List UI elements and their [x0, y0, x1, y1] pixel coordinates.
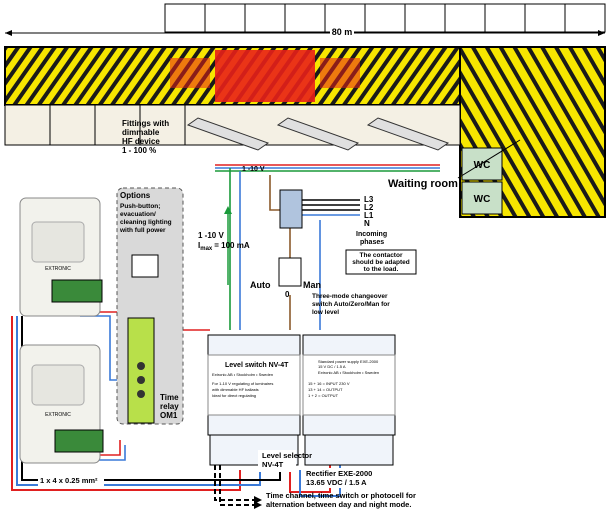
svg-text:Options: Options [120, 191, 151, 200]
svg-text:relay: relay [160, 402, 179, 411]
corridor-length-label: 80 m [332, 27, 353, 37]
luminaires [186, 117, 450, 151]
corridor-plan [4, 3, 606, 218]
svg-text:1 -10 V: 1 -10 V [198, 231, 224, 240]
svg-text:Push-button;: Push-button; [120, 203, 160, 210]
contactor [279, 189, 303, 229]
svg-text:1 - 100 %: 1 - 100 % [122, 146, 156, 155]
svg-text:should be adapted: should be adapted [352, 259, 409, 266]
svg-text:low level: low level [312, 309, 339, 316]
contactor-note-box [345, 249, 417, 275]
signal-current-label: 1 -10 V Imax= 100 mA [198, 231, 250, 252]
contactor-note: The contactor should be adapted to the l… [352, 252, 409, 273]
svg-text:13 + 14 = OUTPUT: 13 + 14 = OUTPUT [308, 387, 343, 392]
svg-text:cleaning lighting: cleaning lighting [120, 219, 172, 226]
svg-text:For 1-10 V regulating of lumin: For 1-10 V regulating of luminaires [212, 381, 273, 386]
power-supply-brand: Extronic AB • Stockholm • Sweden [318, 370, 379, 375]
svg-text:Time: Time [160, 393, 179, 402]
switch-auto-label: Auto [250, 280, 271, 290]
svg-text:HF device: HF device [122, 137, 160, 146]
svg-text:L3: L3 [364, 195, 374, 204]
wc-label-2: WC [474, 194, 491, 205]
svg-text:alternation between day and ni: alternation between day and night mode. [266, 500, 411, 509]
signal-voltage-top: 1 -10 V [242, 166, 265, 173]
power-supply-device [302, 334, 396, 466]
options-text: Options Push-button; evacuation/ cleanin… [119, 191, 172, 234]
svg-text:to the load.: to the load. [364, 266, 399, 273]
svg-text:N: N [364, 219, 370, 228]
dashed-control-lines [214, 465, 255, 506]
svg-text:Incoming: Incoming [356, 231, 387, 238]
svg-text:Imax= 100 mA: Imax= 100 mA [198, 241, 250, 252]
svg-text:switch Auto/Zero/Man for: switch Auto/Zero/Man for [312, 301, 390, 308]
switch-zero-label: 0 [285, 290, 290, 299]
switch-man-label: Man [303, 280, 321, 290]
sensor-top-brand: EXTRONIC [45, 266, 71, 272]
level-selector-caption: Level selector NV-4T [262, 451, 312, 469]
svg-text:15 + 16 = INPUT 230 V: 15 + 16 = INPUT 230 V [308, 381, 350, 386]
time-channel-caption: Time channel, time switch or photocell f… [266, 491, 416, 509]
sensor-bottom [19, 344, 104, 464]
svg-text:OM1: OM1 [160, 411, 178, 420]
svg-text:evacuation/: evacuation/ [120, 211, 156, 218]
svg-text:Time channel, time switch or p: Time channel, time switch or photocell f… [266, 491, 416, 500]
level-switch-device [207, 334, 301, 466]
svg-text:dimmable: dimmable [122, 128, 160, 137]
svg-text:Fittings with: Fittings with [122, 119, 169, 128]
power-supply-subtitle: 15 V DC / 1.5 A [318, 364, 346, 369]
svg-text:13.65 VDC / 1.5 A: 13.65 VDC / 1.5 A [306, 478, 367, 487]
svg-text:L2: L2 [364, 203, 374, 212]
wc-label-1: WC [474, 160, 491, 171]
level-switch-brand: Extronic AB • Stockholm • Sweden [212, 372, 273, 377]
push-button [131, 254, 159, 278]
switch-description: Three-mode changeover switch Auto/Zero/M… [312, 293, 390, 316]
sensor-top [19, 197, 103, 317]
cable-caption: 1 x 4 x 0.25 mm² [40, 476, 98, 485]
phase-labels: L3 L2 L1 N Incoming phases [356, 195, 387, 246]
fittings-label: Fittings with dimmable HF device 1 - 100… [122, 119, 169, 155]
three-mode-switch [278, 257, 302, 287]
svg-text:Level selector: Level selector [262, 451, 312, 460]
time-relay-body [127, 317, 155, 424]
arrow-time-channel-2 [254, 501, 262, 509]
level-switch-desc: For 1-10 V regulating of luminaires with… [212, 381, 273, 398]
sensor-bottom-brand: EXTRONIC [45, 412, 71, 418]
svg-text:Rectifier EXE-2000: Rectifier EXE-2000 [306, 469, 372, 478]
power-supply-lines: 15 + 16 = INPUT 230 V 13 + 14 = OUTPUT 1… [308, 381, 350, 398]
svg-text:The contactor: The contactor [360, 252, 403, 259]
rectifier-caption: Rectifier EXE-2000 13.65 VDC / 1.5 A [306, 469, 372, 487]
power-supply-title: Standard power supply EXE-2000 [318, 359, 379, 364]
svg-text:1 + 2 = OUTPUT: 1 + 2 = OUTPUT [308, 393, 339, 398]
svg-text:with dimmable HF ballasts: with dimmable HF ballasts [212, 387, 259, 392]
level-switch-title: Level switch NV-4T [225, 362, 289, 369]
time-relay-label: Time relay OM1 [160, 393, 179, 420]
svg-text:L1: L1 [364, 211, 374, 220]
waiting-room-label: Waiting room [388, 178, 458, 190]
svg-text:Three-mode changeover: Three-mode changeover [312, 293, 388, 300]
svg-text:Ideal for direct regulating: Ideal for direct regulating [212, 393, 256, 398]
svg-text:phases: phases [360, 239, 384, 246]
svg-text:with full power: with full power [119, 227, 166, 234]
svg-text:NV-4T: NV-4T [262, 460, 284, 469]
